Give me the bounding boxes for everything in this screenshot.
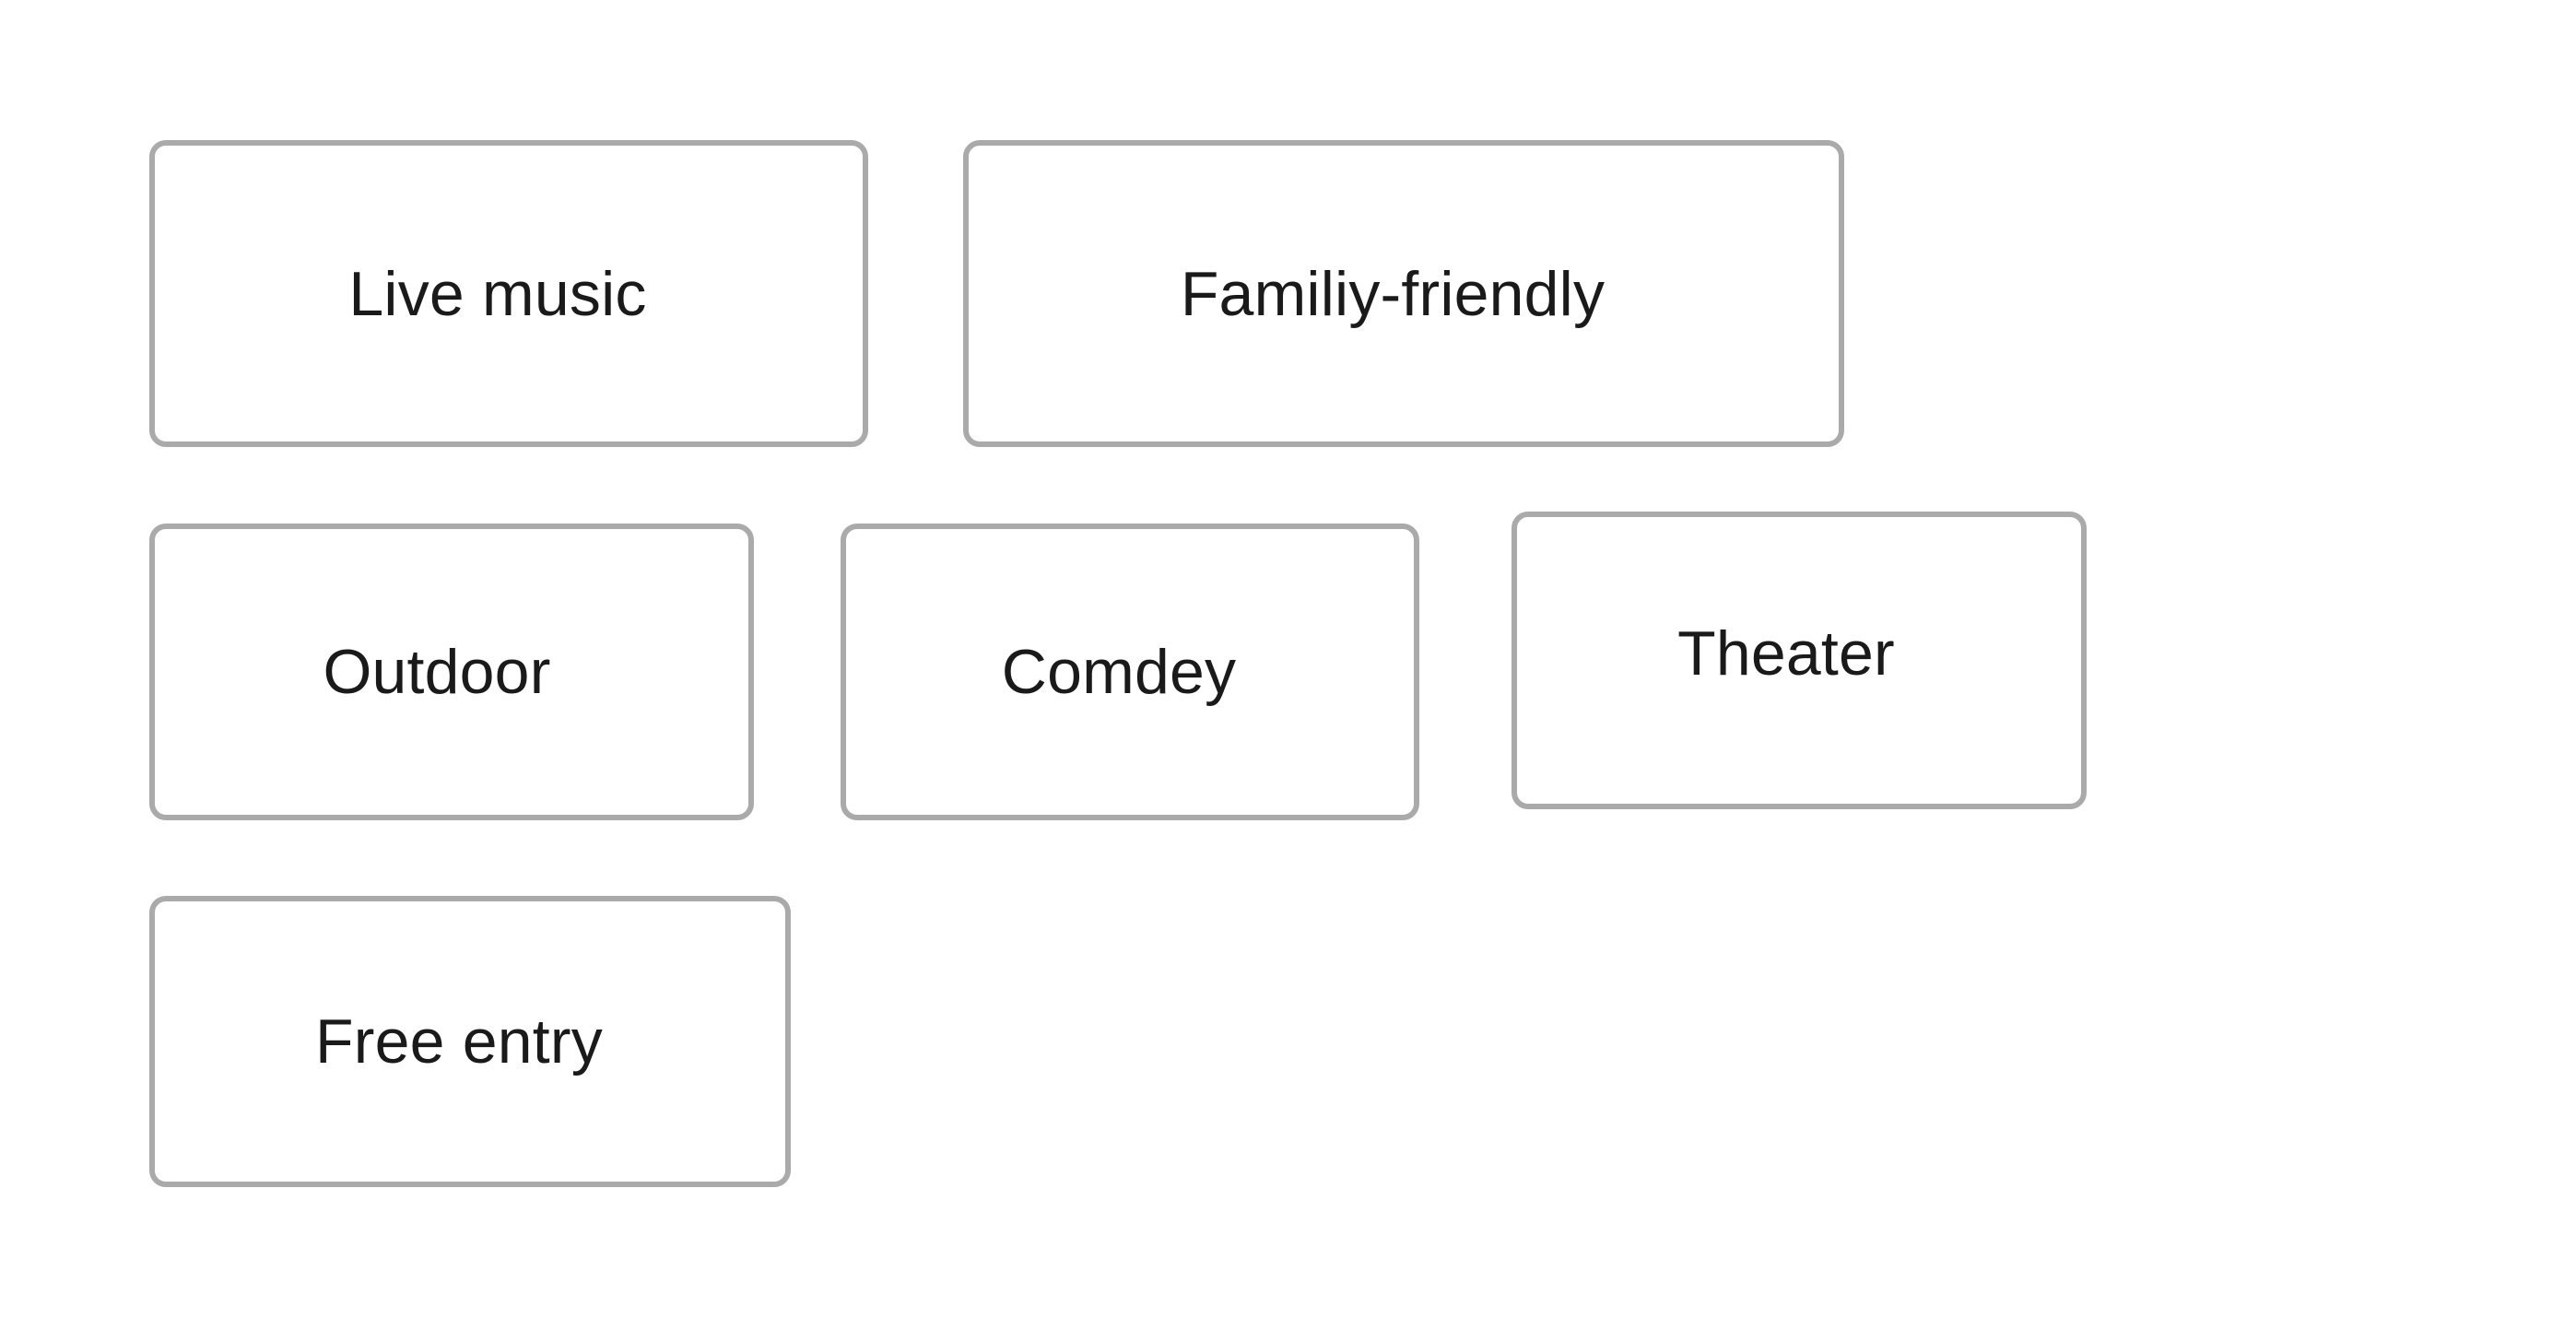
chip-theater[interactable]: Theater (1511, 512, 2087, 809)
chip-outdoor-label: Outdoor (323, 637, 551, 707)
chip-free-entry-label: Free entry (315, 1006, 603, 1077)
chip-live-music-label: Live music (348, 258, 647, 329)
chip-free-entry[interactable]: Free entry (149, 896, 791, 1187)
chip-comedy-label: Comdey (1001, 637, 1237, 707)
chip-outdoor[interactable]: Outdoor (149, 524, 754, 820)
chip-live-music[interactable]: Live music (149, 140, 868, 447)
chip-family-friendly-label: Familiy-friendly (1180, 258, 1606, 329)
chip-theater-label: Theater (1677, 618, 1895, 688)
chip-comedy[interactable]: Comdey (841, 524, 1419, 820)
chip-family-friendly[interactable]: Familiy-friendly (963, 140, 1844, 447)
